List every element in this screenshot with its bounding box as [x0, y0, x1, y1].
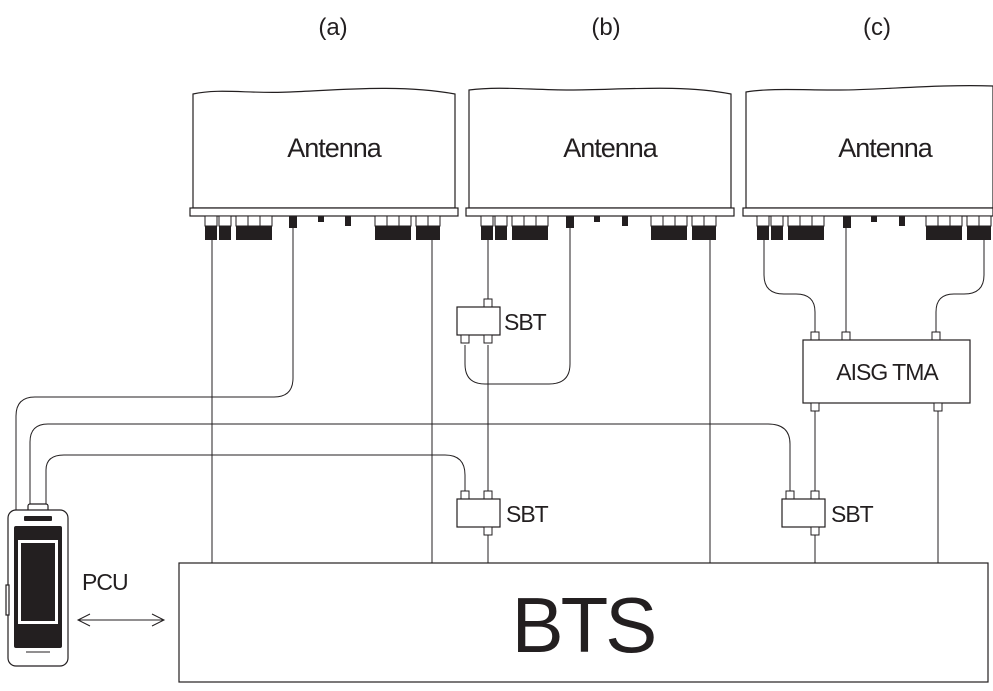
bts-label: BTS	[512, 581, 655, 669]
aisg-tma	[802, 331, 971, 412]
pcu-label: PCU	[82, 569, 128, 595]
antenna-label-b: Antenna	[563, 133, 659, 163]
sbt-lower-b	[456, 490, 501, 536]
antenna-label-a: Antenna	[287, 133, 383, 163]
sbt-upper-b	[456, 298, 501, 344]
antenna-connectors	[204, 215, 992, 240]
tma-label: AISG TMA	[836, 359, 939, 385]
antenna-c	[742, 84, 993, 217]
pcu-device	[5, 503, 69, 667]
sbt-label-lower-b: SBT	[506, 501, 549, 527]
sbt-label-lower-c: SBT	[831, 501, 874, 527]
antenna-label-c: Antenna	[838, 133, 934, 163]
panel-label-b: (b)	[591, 14, 620, 41]
antenna-a	[189, 87, 459, 217]
bidirectional-arrow	[76, 613, 166, 627]
panel-label-c: (c)	[863, 14, 891, 41]
cables	[15, 228, 985, 563]
panel-label-a: (a)	[318, 14, 347, 41]
sbt-label-upper-b: SBT	[504, 309, 547, 335]
sbt-lower-c	[781, 490, 826, 536]
bts-box	[178, 562, 989, 683]
